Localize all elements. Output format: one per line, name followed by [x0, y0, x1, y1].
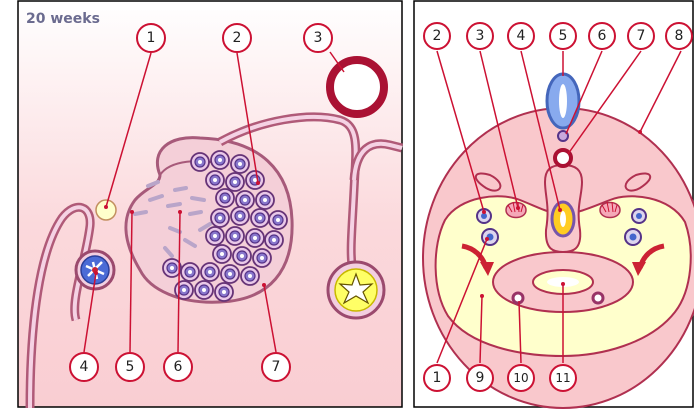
right-label-11: 11 — [550, 365, 576, 391]
right-label-7: 7 — [628, 23, 654, 49]
right-label-4: 4 — [508, 23, 534, 49]
right-glomerulus — [600, 202, 620, 218]
left-label-5: 5 — [116, 353, 144, 381]
left-label-2: 2 — [223, 24, 251, 52]
left-label-1: 1 — [137, 24, 165, 52]
left-label-7: 7 — [262, 353, 290, 381]
svg-text:5: 5 — [559, 28, 568, 44]
svg-text:6: 6 — [174, 359, 183, 375]
right-label-5: 5 — [550, 23, 576, 49]
svg-text:7: 7 — [637, 28, 646, 44]
svg-text:3: 3 — [476, 28, 485, 44]
right-label-10: 10 — [508, 365, 534, 391]
svg-text:5: 5 — [126, 359, 135, 375]
svg-text:2: 2 — [233, 30, 242, 46]
svg-text:11: 11 — [555, 371, 570, 385]
right-label-3: 3 — [467, 23, 493, 49]
svg-text:1: 1 — [147, 30, 156, 46]
svg-text:4: 4 — [517, 28, 526, 44]
svg-text:9: 9 — [476, 370, 485, 386]
right-label-1: 1 — [424, 365, 450, 391]
right-label-9: 9 — [467, 365, 493, 391]
svg-text:6: 6 — [598, 28, 607, 44]
svg-text:8: 8 — [675, 28, 684, 44]
small-yellow-vesicle — [96, 200, 116, 220]
left-label-6: 6 — [164, 353, 192, 381]
svg-text:3: 3 — [314, 30, 323, 46]
right-label-8: 8 — [666, 23, 692, 49]
svg-text:7: 7 — [272, 359, 281, 375]
vessel-ring — [330, 60, 384, 114]
left-label-4: 4 — [70, 353, 98, 381]
left-label-3: 3 — [304, 24, 332, 52]
svg-text:4: 4 — [80, 359, 89, 375]
svg-text:2: 2 — [433, 28, 442, 44]
left-panel-title: 20 weeks — [26, 11, 100, 27]
right-label-6: 6 — [589, 23, 615, 49]
left-panel: 20 weeks — [18, 1, 402, 408]
right-panel: 2 3 4 5 6 7 8 1 9 10 11 — [414, 1, 694, 408]
svg-text:10: 10 — [513, 371, 528, 385]
right-label-2: 2 — [424, 23, 450, 49]
svg-text:1: 1 — [433, 370, 442, 386]
left-glomerulus — [506, 202, 526, 218]
